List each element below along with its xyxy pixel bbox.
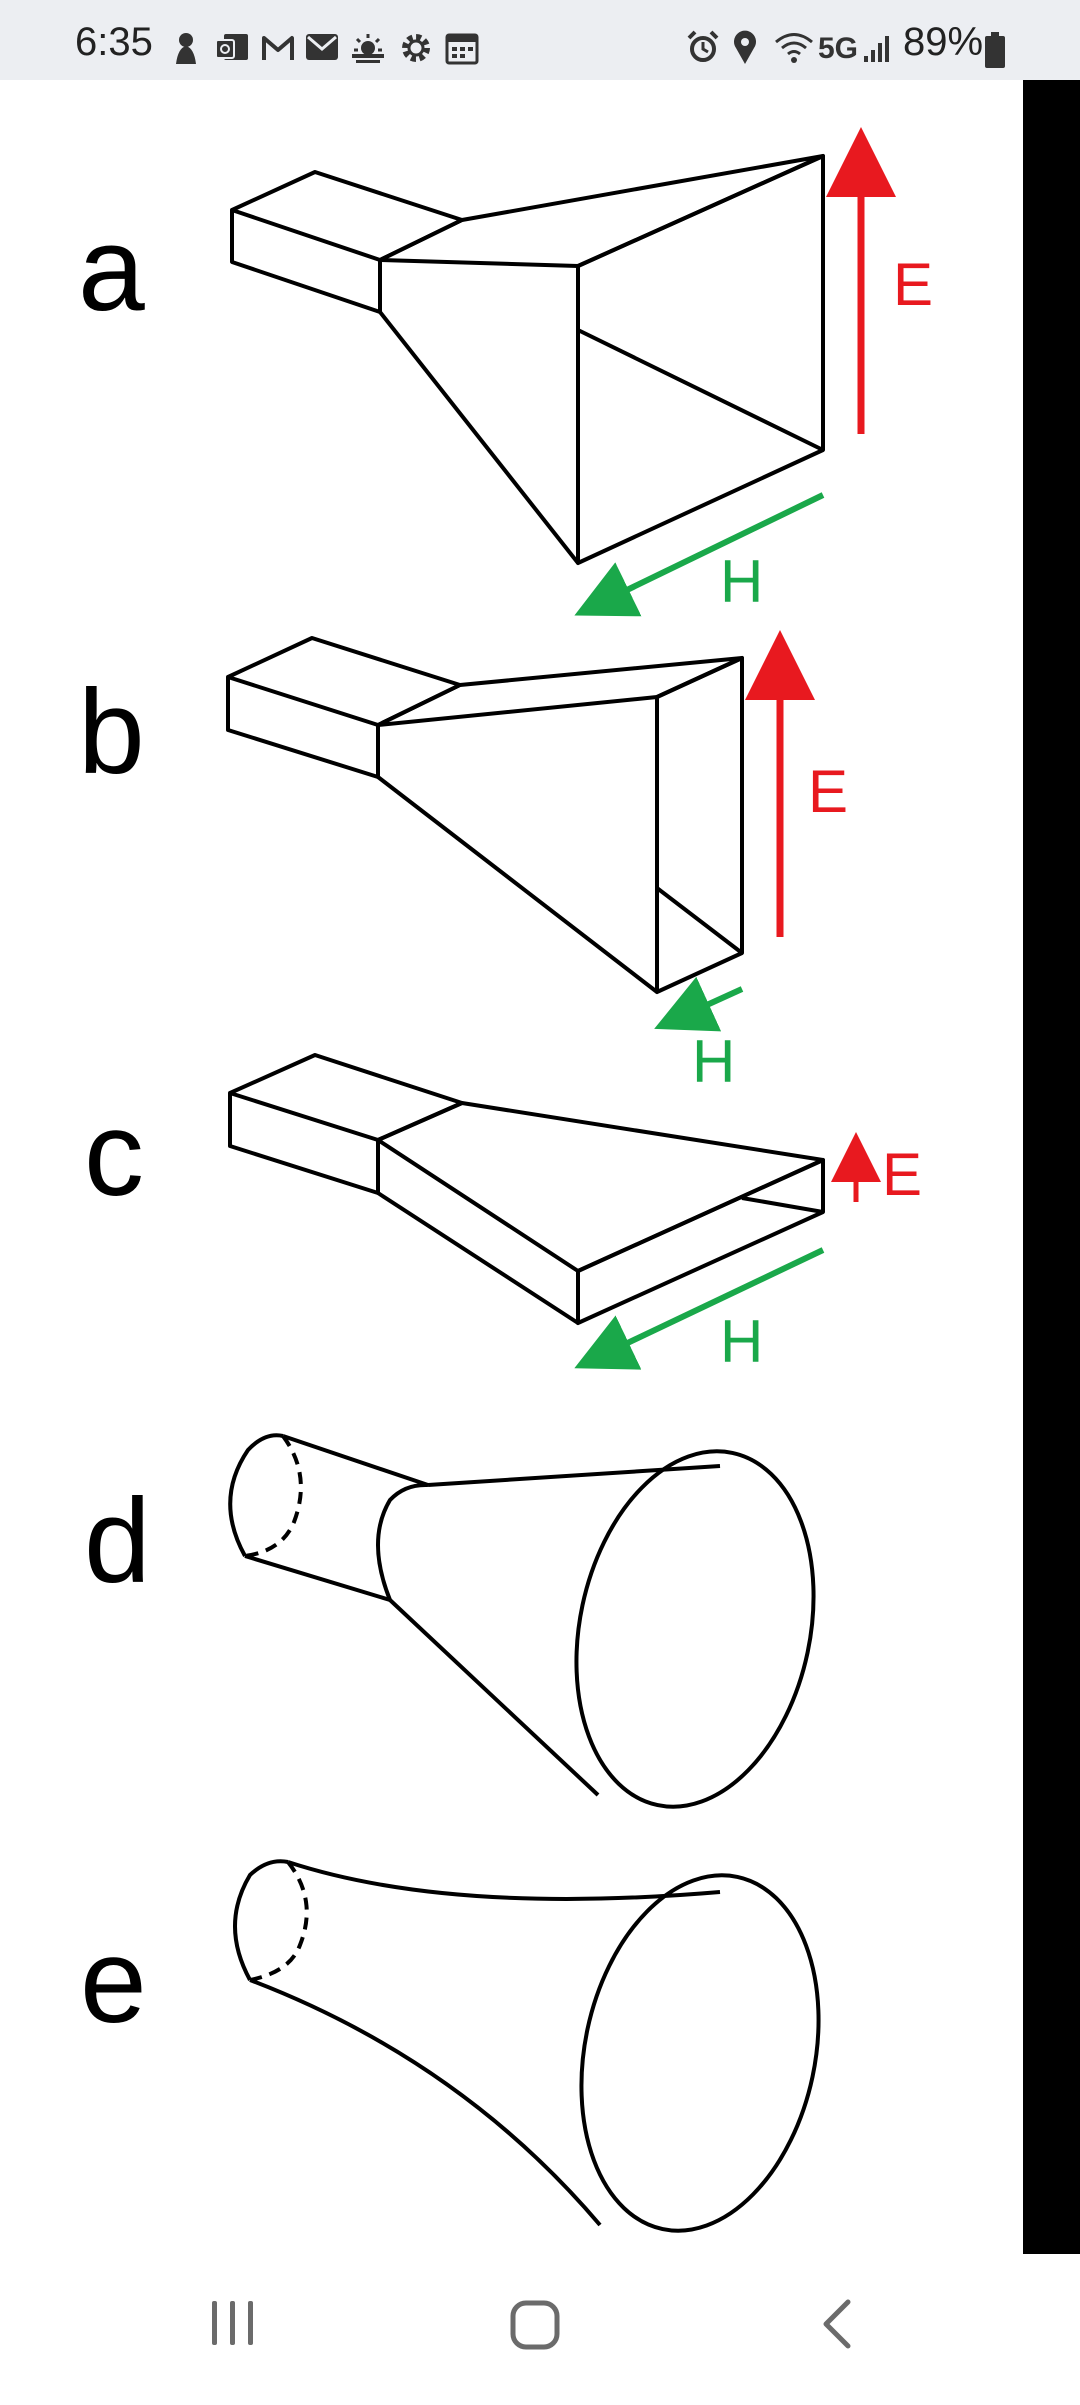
e-label-b: E [808, 758, 848, 825]
horn-antenna-figure: a E H b [78, 127, 933, 2233]
alarm-icon [687, 30, 719, 62]
panel-b: b E H [78, 630, 848, 1095]
status-bar: 6:35 [0, 0, 1080, 80]
location-icon [734, 30, 756, 64]
panel-label-b: b [78, 665, 145, 799]
image-viewer[interactable]: a E H b [0, 80, 1080, 2254]
horn-a-drawing [230, 154, 825, 565]
right-edge-bar [1023, 80, 1080, 2254]
panel-a: a E H [78, 127, 933, 617]
h-field-arrow-a [574, 492, 825, 617]
recent-apps-icon [212, 2301, 253, 2345]
back-icon [823, 2299, 851, 2349]
status-right-icons: 5G [687, 30, 889, 65]
mail-icon [306, 34, 338, 60]
status-left-icons [176, 33, 479, 65]
panel-d: d [84, 1433, 816, 1809]
home-icon [510, 2300, 560, 2350]
battery-icon [985, 32, 1005, 68]
horn-d-drawing [228, 1433, 816, 1809]
horn-c-drawing [228, 1053, 825, 1325]
status-time: 6:35 [75, 20, 153, 64]
navigation-bar [0, 2254, 1080, 2400]
e-label-a: E [893, 251, 933, 318]
back-button[interactable] [746, 2254, 926, 2400]
panel-label-a: a [78, 202, 145, 336]
e-label-c: E [882, 1141, 922, 1208]
h-label-c: H [720, 1308, 763, 1375]
h-label-a: H [720, 548, 763, 615]
gmail-icon [262, 36, 294, 60]
outlook-icon [215, 34, 248, 60]
network-label: 5G [818, 32, 858, 65]
panel-label-c: c [84, 1087, 144, 1221]
calendar-icon [445, 33, 479, 65]
horn-e-drawing [233, 1859, 821, 2233]
notification-icon [176, 33, 196, 64]
signal-icon [864, 36, 889, 62]
h-field-arrow-c [574, 1247, 825, 1370]
panel-label-d: d [84, 1474, 151, 1608]
settings-icon [402, 34, 430, 62]
h-field-arrow-b [654, 976, 744, 1032]
horn-b-drawing [226, 636, 744, 994]
h-label-b: H [692, 1028, 735, 1095]
wifi-icon [775, 33, 813, 63]
home-button[interactable] [444, 2254, 624, 2400]
recent-apps-button[interactable] [142, 2254, 322, 2400]
weather-icon [352, 34, 384, 63]
panel-label-e: e [80, 1914, 147, 2048]
panel-c: c E H [84, 1053, 922, 1375]
battery-percent: 89% [903, 20, 984, 64]
panel-e: e [80, 1859, 821, 2233]
